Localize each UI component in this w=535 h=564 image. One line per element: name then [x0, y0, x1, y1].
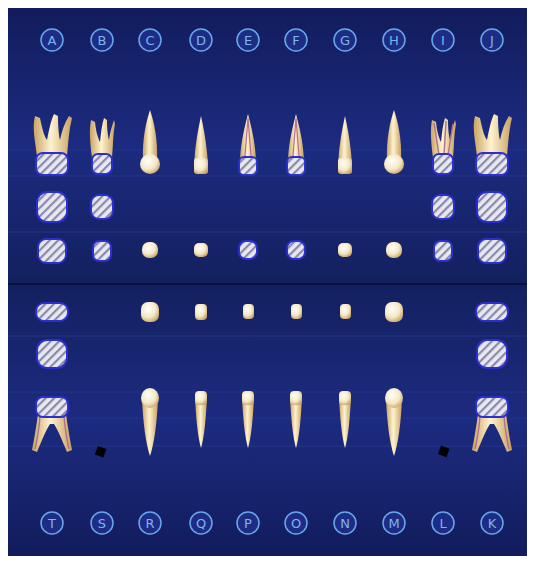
- circle-shape: [139, 512, 161, 534]
- tooth-letter-circle: F: [284, 28, 308, 52]
- tooth-letter-circle: T: [40, 511, 64, 535]
- upper-crown-row: [38, 239, 506, 263]
- tooth-letter-circle: I: [431, 28, 455, 52]
- guide-lines: [8, 150, 527, 446]
- tooth-letter: J: [490, 34, 494, 47]
- lower-crown-row: [36, 302, 508, 322]
- text-holder: Q: [189, 511, 213, 535]
- circle-shape: [334, 29, 356, 51]
- text-holder: P: [236, 511, 260, 535]
- text-holder: G: [333, 28, 357, 52]
- text-holder: F: [284, 28, 308, 52]
- circle-shape: [285, 512, 307, 534]
- circle-shape: [481, 512, 503, 534]
- circle-shape: [91, 29, 113, 51]
- tooth-letter-circle: L: [431, 511, 455, 535]
- circle-shape: [432, 512, 454, 534]
- tooth-letter: A: [48, 34, 57, 47]
- text-holder: T: [40, 511, 64, 535]
- circle-shape: [432, 29, 454, 51]
- tooth-letter-circle: M: [382, 511, 406, 535]
- circle-shape: [41, 29, 63, 51]
- tooth-letter: Q: [196, 517, 206, 530]
- tooth-letter-circle: N: [333, 511, 357, 535]
- text-holder: D: [189, 28, 213, 52]
- circle-shape: [383, 29, 405, 51]
- tooth-letter: H: [389, 34, 399, 47]
- circle-shape: [190, 29, 212, 51]
- circle-shape: [334, 512, 356, 534]
- text-holder: E: [236, 28, 260, 52]
- tooth-letter: I: [441, 34, 445, 47]
- tooth-letter: T: [48, 517, 56, 530]
- tooth-letter-circle: C: [138, 28, 162, 52]
- arch-divider: [8, 283, 527, 285]
- text-holder: R: [138, 511, 162, 535]
- text-holder: M: [382, 511, 406, 535]
- circle-shape: [237, 29, 259, 51]
- circle-shape: [383, 512, 405, 534]
- tooth-letter: K: [488, 517, 497, 530]
- tooth-letter-circle: S: [90, 511, 114, 535]
- text-holder: I: [431, 28, 455, 52]
- text-holder: S: [90, 511, 114, 535]
- text-holder: J: [480, 28, 504, 52]
- tooth-letter: B: [98, 34, 107, 47]
- tooth-letter: C: [145, 34, 154, 47]
- tooth-letter: S: [98, 517, 106, 530]
- lower-teeth: [32, 388, 512, 456]
- text-holder: K: [480, 511, 504, 535]
- tooth-letter-circle: H: [382, 28, 406, 52]
- circle-shape: [91, 512, 113, 534]
- text-holder: C: [138, 28, 162, 52]
- tooth-letter-circle: Q: [189, 511, 213, 535]
- circle-shape: [237, 512, 259, 534]
- tooth-letter: E: [244, 34, 252, 47]
- tooth-letter-circle: R: [138, 511, 162, 535]
- tooth-letter: F: [292, 34, 299, 47]
- tooth-letter: G: [340, 34, 350, 47]
- tooth-letter-circle: E: [236, 28, 260, 52]
- tooth-letter: P: [244, 517, 252, 530]
- tooth-letter-circle: P: [236, 511, 260, 535]
- text-holder: L: [431, 511, 455, 535]
- circle-shape: [139, 29, 161, 51]
- tooth-letter-circle: O: [284, 511, 308, 535]
- text-holder: B: [90, 28, 114, 52]
- tooth-letter-circle: K: [480, 511, 504, 535]
- upper-occlusal-row: [37, 192, 507, 222]
- circle-shape: [285, 29, 307, 51]
- tooth-letter: N: [340, 517, 350, 530]
- text-holder: H: [382, 28, 406, 52]
- text-holder: O: [284, 511, 308, 535]
- tooth-letter-circle: J: [480, 28, 504, 52]
- tooth-letter: R: [145, 517, 154, 530]
- tooth-letter-circle: D: [189, 28, 213, 52]
- tooth-letter-circle: A: [40, 28, 64, 52]
- text-holder: N: [333, 511, 357, 535]
- tooth-letter: O: [291, 517, 301, 530]
- circle-shape: [481, 29, 503, 51]
- tooth-letter: L: [439, 517, 446, 530]
- circle-shape: [41, 512, 63, 534]
- tooth-letter-circle: B: [90, 28, 114, 52]
- tooth-letter-circle: G: [333, 28, 357, 52]
- upper-teeth: [34, 110, 512, 175]
- tooth-letter: D: [196, 34, 206, 47]
- text-holder: A: [40, 28, 64, 52]
- lower-occlusal-row: [37, 340, 507, 368]
- chart-ground: [8, 8, 527, 556]
- circle-shape: [190, 512, 212, 534]
- missing-tooth-marker: [95, 446, 450, 458]
- tooth-letter: M: [388, 517, 399, 530]
